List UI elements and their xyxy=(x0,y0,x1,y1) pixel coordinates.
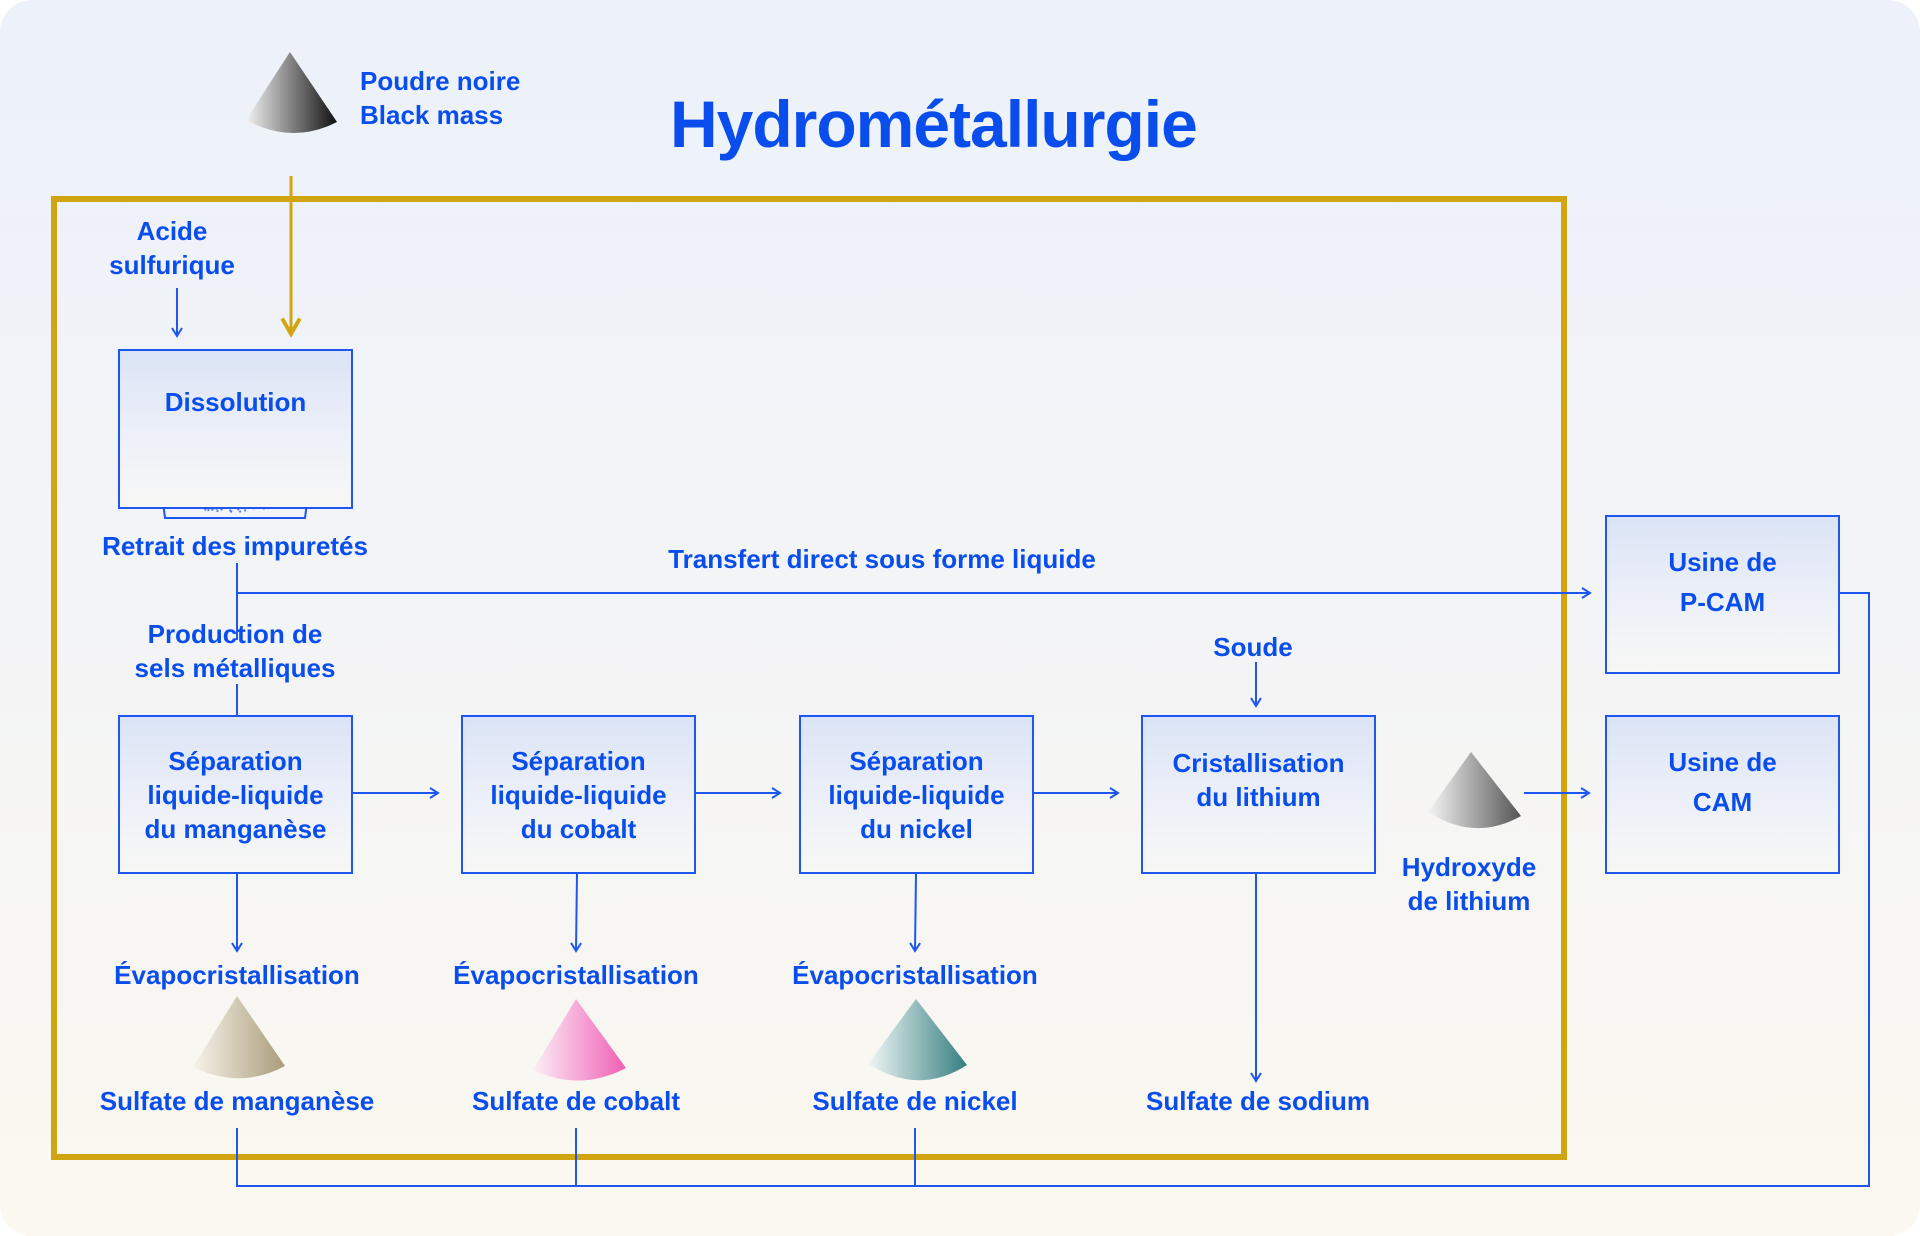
evap-mn-label: Évapocristallisation xyxy=(114,960,360,990)
particle xyxy=(239,510,242,513)
nickel-sulfate-cone-icon xyxy=(868,999,967,1081)
acid-label: Acide sulfurique xyxy=(109,216,235,280)
nickel-sulfate-label: Sulfate de nickel xyxy=(812,1086,1018,1116)
lithium-crystallization-box: Cristallisation du lithium xyxy=(1141,715,1376,874)
sulfates-return-line xyxy=(236,592,1870,1187)
cam-plant-box: Usine de CAM xyxy=(1605,715,1840,874)
lithium-crystallization-label: Cristallisation du lithium xyxy=(1172,747,1345,812)
separation-nickel-box: Séparation liquide-liquide du nickel xyxy=(799,715,1034,874)
particle xyxy=(204,508,207,511)
soude-label: Soude xyxy=(1213,632,1293,662)
particle xyxy=(244,509,247,512)
sodium-sulfate-label: Sulfate de sodium xyxy=(1146,1086,1370,1116)
dissolution-box: Dissolution xyxy=(118,349,353,509)
cam-plant-label: Usine de CAM xyxy=(1668,746,1777,817)
impurities-label: Retrait des impuretés xyxy=(102,531,368,561)
cobalt-sulfate-cone-icon xyxy=(533,999,626,1081)
hydrometallurgy-frame xyxy=(51,196,1567,1160)
particle xyxy=(216,509,219,513)
pcam-plant-label: Usine de P-CAM xyxy=(1668,546,1777,617)
separation-nickel-label: Séparation liquide-liquide du nickel xyxy=(828,745,1005,844)
black-mass-cone-icon xyxy=(246,52,337,134)
evap-co-label: Évapocristallisation xyxy=(453,960,699,990)
salts-label: Production de sels métalliques xyxy=(134,619,336,683)
cobalt-sulfate-label: Sulfate de cobalt xyxy=(471,1086,681,1116)
pcam-plant-box: Usine de P-CAM xyxy=(1605,515,1840,674)
co-evap-arrow xyxy=(570,872,582,953)
manganese-sulfate-cone-icon xyxy=(193,996,285,1079)
separation-cobalt-box: Séparation liquide-liquide du cobalt xyxy=(461,715,696,874)
lithium-hydroxide-cone-icon xyxy=(1428,752,1521,829)
particle xyxy=(230,510,233,513)
ni-evap-arrow xyxy=(909,872,921,953)
transfer-label: Transfert direct sous forme liquide xyxy=(668,544,1096,574)
black-mass-label: Poudre noire Black mass xyxy=(360,66,521,130)
lithium-hydroxide-label: Hydroxyde de lithium xyxy=(1401,852,1537,916)
separation-manganese-label: Séparation liquide-liquide du manganèse xyxy=(144,745,327,844)
particle xyxy=(207,508,210,512)
page-title: Hydrométallurgie xyxy=(670,87,1198,161)
manganese-sulfate-label: Sulfate de manganèse xyxy=(99,1086,375,1116)
separation-cobalt-label: Séparation liquide-liquide du cobalt xyxy=(490,745,667,844)
evap-ni-label: Évapocristallisation xyxy=(792,960,1038,990)
separation-manganese-box: Séparation liquide-liquide du manganèse xyxy=(118,715,353,874)
dissolution-label: Dissolution xyxy=(164,387,307,417)
